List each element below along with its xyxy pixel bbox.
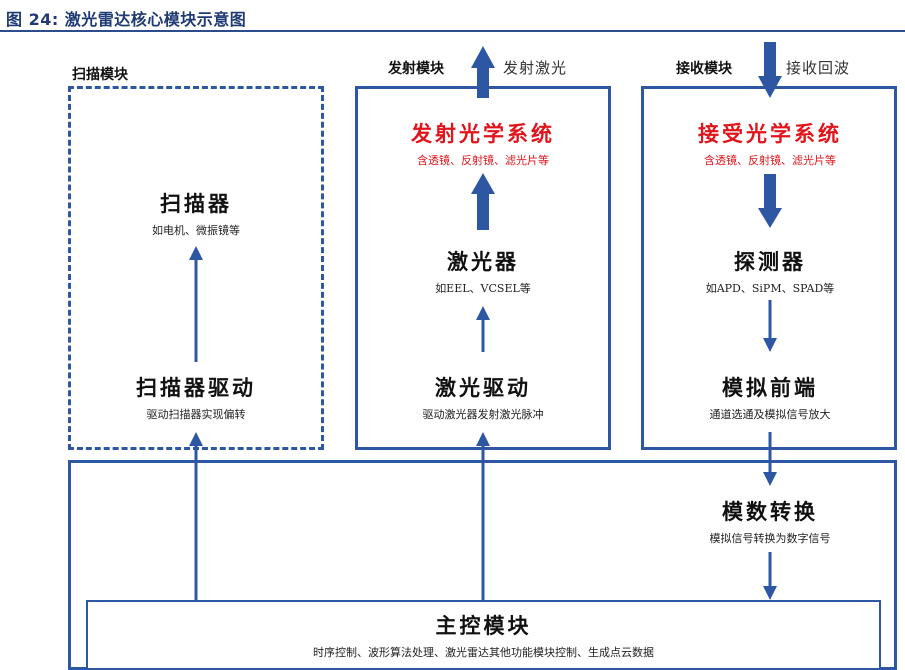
rx-optics-to-detector-arrowhead <box>758 208 782 228</box>
laser-title: 激光器 <box>447 249 519 274</box>
scanner-driver-to-scanner-arrowhead <box>189 246 203 260</box>
analog-frontend-node: 模拟前端 通道选通及模拟信号放大 <box>670 372 870 422</box>
detector-node: 探测器 如APD、SiPM、SPAD等 <box>670 246 870 296</box>
laser-driver-title: 激光驱动 <box>435 375 531 400</box>
rx-optics-subtitle: 含透镜、反射镜、滤光片等 <box>704 154 836 167</box>
laser-to-optics-arrow <box>477 192 489 230</box>
scanner-driver-node: 扫描器驱动 驱动扫描器实现偏转 <box>96 372 296 422</box>
receive-echo-note: 接收回波 <box>786 59 851 77</box>
laser-driver-node: 激光驱动 驱动激光器发射激光脉冲 <box>383 372 583 422</box>
echo-in-arrowhead <box>758 76 782 98</box>
rx-optics-node: 接受光学系统 含透镜、反射镜、滤光片等 <box>660 118 880 168</box>
emit-out-arrowhead <box>471 46 495 68</box>
emit-out-arrow <box>477 66 489 98</box>
title-divider <box>0 30 905 32</box>
analog-frontend-subtitle: 通道选通及模拟信号放大 <box>709 408 831 421</box>
laser-driver-to-laser-arrowhead <box>476 306 490 320</box>
scanner-subtitle: 如电机、微振镜等 <box>152 224 240 237</box>
scanner-title: 扫描器 <box>160 191 232 216</box>
main-control-node: 主控模块 时序控制、波形算法处理、激光雷达其他功能模块控制、生成点云数据 <box>86 610 881 660</box>
adc-to-control-arrowhead <box>763 586 777 600</box>
control-to-laser-driver-arrowhead <box>476 432 490 446</box>
echo-in-arrow <box>764 42 776 78</box>
emit-laser-note: 发射激光 <box>503 59 568 77</box>
rx-optics-to-detector-arrow <box>764 174 776 210</box>
scanner-driver-title: 扫描器驱动 <box>136 375 256 400</box>
laser-driver-subtitle: 驱动激光器发射激光脉冲 <box>422 408 544 421</box>
detector-to-frontend-arrowhead <box>763 338 777 352</box>
detector-title: 探测器 <box>734 249 806 274</box>
frontend-to-adc-arrowhead <box>763 472 777 486</box>
scanner-driver-subtitle: 驱动扫描器实现偏转 <box>146 408 246 421</box>
laser-subtitle: 如EEL、VCSEL等 <box>435 282 531 295</box>
emit-module-label: 发射模块 <box>388 61 444 77</box>
rx-optics-title: 接受光学系统 <box>698 121 842 146</box>
flow-arrows <box>189 42 782 600</box>
adc-node: 模数转换 模拟信号转换为数字信号 <box>670 496 870 546</box>
laser-node: 激光器 如EEL、VCSEL等 <box>383 246 583 296</box>
tx-optics-title: 发射光学系统 <box>411 121 555 146</box>
scan-module-label: 扫描模块 <box>72 67 128 83</box>
detector-subtitle: 如APD、SiPM、SPAD等 <box>705 282 835 295</box>
figure-title: 图 24: 激光雷达核心模块示意图 <box>6 10 247 29</box>
analog-frontend-title: 模拟前端 <box>722 375 818 400</box>
main-control-title: 主控模块 <box>435 613 532 638</box>
main-control-subtitle: 时序控制、波形算法处理、激光雷达其他功能模块控制、生成点云数据 <box>313 646 654 659</box>
control-to-scanner-driver-arrowhead <box>189 432 203 446</box>
receive-module-label: 接收模块 <box>676 61 732 77</box>
tx-optics-subtitle: 含透镜、反射镜、滤光片等 <box>417 154 549 167</box>
scanner-node: 扫描器 如电机、微振镜等 <box>96 188 296 238</box>
laser-to-optics-arrowhead <box>471 173 495 194</box>
adc-subtitle: 模拟信号转换为数字信号 <box>709 532 831 545</box>
tx-optics-node: 发射光学系统 含透镜、反射镜、滤光片等 <box>373 118 593 168</box>
adc-title: 模数转换 <box>722 499 818 524</box>
